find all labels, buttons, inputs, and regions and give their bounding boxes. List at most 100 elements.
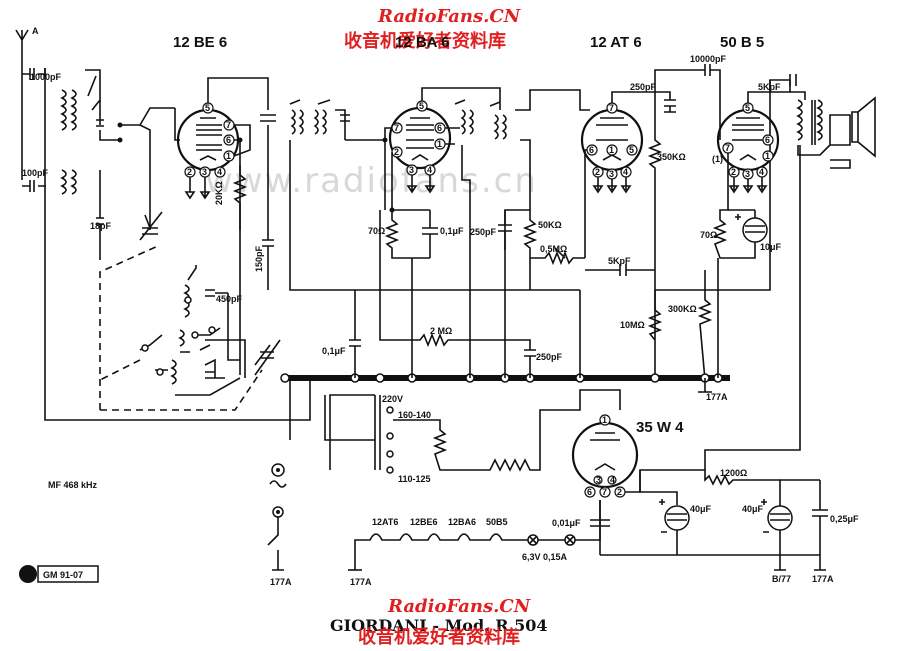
schematic-title: GIORDANI - Mod. R 504 (330, 616, 548, 635)
cap-tone-value: 5KpF (758, 82, 781, 92)
watermark-top-chinese: 收音机爱好者资料库 (344, 30, 506, 52)
pot-value: 0,5MΩ (540, 244, 567, 254)
pin-label: 3 (745, 169, 750, 179)
pin-label: 6 (765, 135, 770, 145)
pin-label: 6 (226, 135, 231, 145)
pin-label: 2 (187, 167, 192, 177)
cap-avc-value: 0,1μF (322, 346, 346, 356)
manufacturer-code-text: GM 91-07 (43, 570, 83, 580)
antenna-label: A (32, 26, 39, 36)
res-pwr-cath-value: 70Ω (700, 230, 717, 240)
pin-label: 6 (437, 123, 442, 133)
pin-label: 2 (394, 147, 399, 157)
pin-label: 5 (419, 101, 424, 111)
tube-label-50b5: 50 B 5 (720, 34, 764, 51)
antenna-symbol (15, 29, 29, 58)
tap-160: 160-140 (398, 410, 431, 420)
res-cath-value: 70Ω (368, 226, 385, 236)
pin-label: 4 (623, 167, 628, 177)
pin-label: 5 (205, 103, 210, 113)
pin-label: 1 (437, 139, 442, 149)
pin-label: 3 (609, 169, 614, 179)
cap-heater-value: 0,01μF (552, 518, 581, 528)
pin-label: 7 (602, 487, 607, 497)
heater-chain (348, 500, 610, 571)
power-switch (267, 463, 287, 571)
ground-mark: 177A (706, 392, 728, 402)
pin-label: 7 (609, 103, 614, 113)
pin-label: 2 (731, 167, 736, 177)
tube-label-35w4: 35 W 4 (636, 419, 684, 436)
pin-label: 2 (617, 487, 622, 497)
speaker-icon (830, 96, 876, 169)
pin-label: 6 (587, 487, 592, 497)
res-filter-value: 1200Ω (720, 468, 747, 478)
cap-out-value: 250pF (630, 82, 657, 92)
tube-label-12be6: 12 BE 6 (173, 34, 227, 51)
tube-50b5: 5 7 6 1 2 3 4 (716, 102, 780, 180)
cap-tone2-value: 5KpF (608, 256, 631, 266)
cap-coupl-value: 10000pF (690, 54, 727, 64)
pin-label: 1 (602, 415, 607, 425)
res-plate-value: 350KΩ (657, 152, 686, 162)
cap-filt1-value: 40μF (690, 504, 712, 514)
res-grid-value: 10MΩ (620, 320, 645, 330)
pin-label: 3 (409, 165, 414, 175)
pin-label: 1 (609, 145, 614, 155)
cap-line-value: 0,25μF (830, 514, 859, 524)
pin-label: 1 (226, 151, 231, 161)
pin-label: 7 (725, 143, 730, 153)
res-vol-value: 50KΩ (538, 220, 562, 230)
antenna-coil (60, 89, 77, 195)
osc-coil-assembly (139, 265, 228, 385)
manufacturer-code (19, 565, 99, 583)
ground-mark: 177A (350, 577, 372, 587)
lamp-value: 6,3V 0,15A (522, 552, 568, 562)
tap-220: 220V (382, 394, 403, 404)
watermark-bottom-site: RadioFans.CN (387, 596, 532, 617)
pin-label: 5 (629, 145, 634, 155)
output-transformer (790, 91, 851, 156)
heater-12ba6: 12BA6 (448, 517, 476, 527)
if-transformer-1 (290, 109, 327, 135)
cap-det-value: 250pF (470, 227, 497, 237)
heater-12be6: 12BE6 (410, 517, 438, 527)
tube-label-12ba6: 12 BA 6 (395, 34, 449, 51)
watermark-faint: www.radiofans.cn (205, 161, 538, 201)
pin-label: 2 (595, 167, 600, 177)
tube-12at6: 7 6 5 1 2 3 4 (580, 102, 644, 180)
cap-filt2-value: 40μF (742, 504, 764, 514)
cap-trim-value: 18pF (90, 221, 112, 231)
heater-50b5: 50B5 (486, 517, 508, 527)
cap-grid-value: 150pF (254, 245, 264, 272)
cap-pad-value: 450pF (216, 294, 243, 304)
pin-label: 7 (226, 120, 231, 130)
pin-label: 3 (596, 475, 601, 485)
tube-12ba6: 5 7 6 1 2 3 4 (388, 100, 452, 176)
cap-avc2-value: 250pF (536, 352, 563, 362)
pin-label: 5 (745, 103, 750, 113)
pin-label: 3 (202, 167, 207, 177)
res-osc-value: 20KΩ (214, 181, 224, 205)
ground-mark: 177A (812, 574, 834, 584)
pin-label: 4 (610, 475, 615, 485)
cap-pwr-cath-value: 10μF (760, 242, 782, 252)
watermark-top-site: RadioFans.CN (377, 6, 522, 27)
tube-35w4: 1 6 7 2 3 4 (571, 414, 639, 498)
tap-110: 110-125 (398, 474, 431, 484)
pin-label: 6 (589, 145, 594, 155)
pin-label: 7 (394, 123, 399, 133)
ground-mark: B/77 (772, 574, 791, 584)
watermark-bottom-chinese: 收音机爱好者资料库 (358, 626, 520, 648)
tube-label-12at6: 12 AT 6 (590, 34, 642, 51)
if-note: MF 468 kHz (48, 480, 98, 490)
heater-12at6: 12AT6 (372, 517, 398, 527)
cap-cath-value: 0,1μF (440, 226, 464, 236)
pin-1-label: (1) (712, 154, 723, 164)
cap-osc-value: 100pF (22, 168, 49, 178)
pin-label: 4 (217, 167, 222, 177)
res-avc-value: 2 MΩ (430, 326, 452, 336)
res-300k-value: 300KΩ (668, 304, 697, 314)
pin-label: 4 (759, 167, 764, 177)
